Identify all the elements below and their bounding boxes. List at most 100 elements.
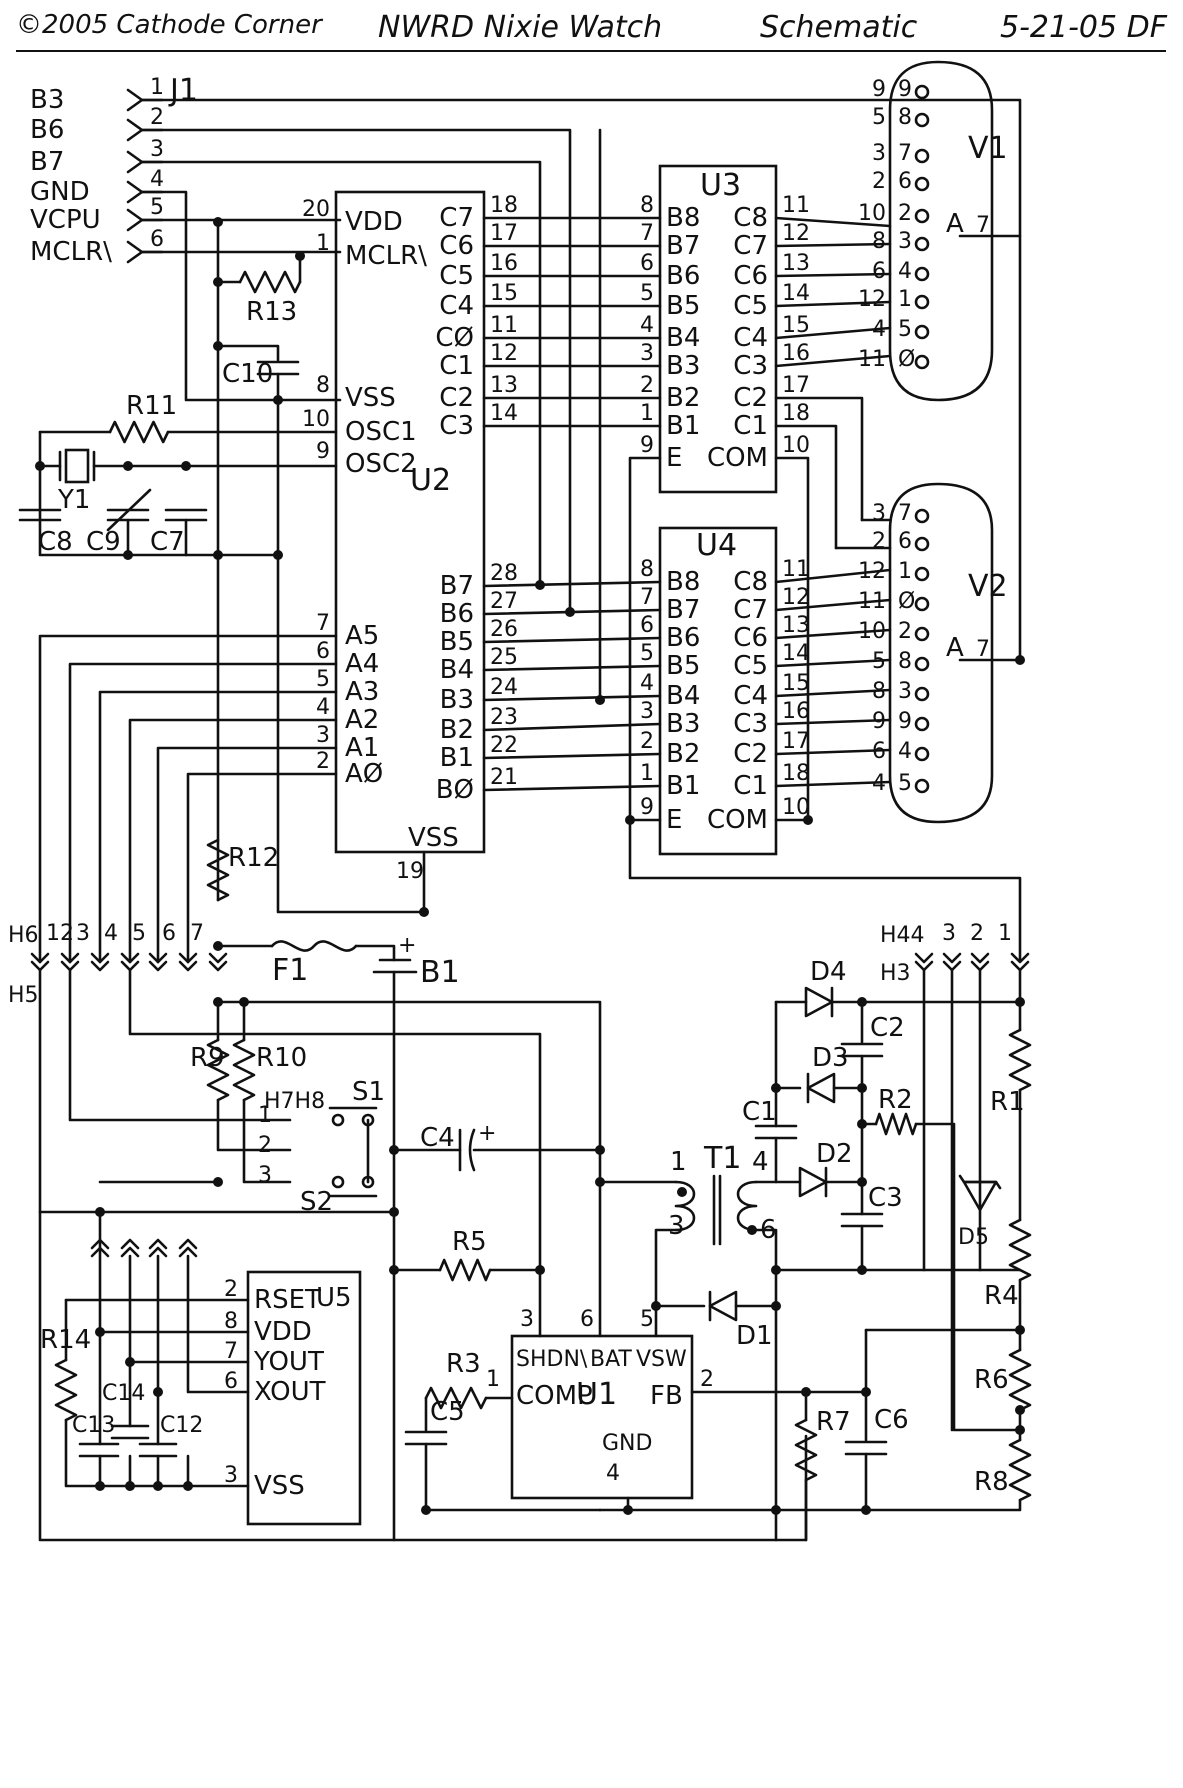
header-pin-number: 7 bbox=[190, 921, 204, 946]
switch-pin-number: 1 bbox=[258, 1103, 272, 1128]
r14-resistor bbox=[54, 1358, 78, 1422]
r8-label: R8 bbox=[974, 1467, 1009, 1497]
u3-pin-name: C3 bbox=[733, 351, 768, 381]
header-kind: Schematic bbox=[760, 10, 918, 45]
r6-resistor bbox=[1008, 1348, 1032, 1412]
v1-ref: V1 bbox=[968, 131, 1008, 166]
u3-pin-number: 14 bbox=[782, 281, 810, 306]
u4-pin-name: B8 bbox=[666, 567, 700, 597]
u1-pin-name: SHDN\ bbox=[516, 1347, 588, 1372]
v2-digit-label: 5 bbox=[898, 771, 912, 796]
header-arrow bbox=[1010, 960, 1030, 972]
r2-lead bbox=[914, 1122, 1022, 1432]
u4-pin-number: 17 bbox=[782, 729, 810, 754]
junction-dot bbox=[595, 1145, 605, 1155]
header-arrow bbox=[148, 952, 168, 964]
c14-label: C14 bbox=[102, 1381, 145, 1406]
v1-digit-label: 9 bbox=[898, 77, 912, 102]
u4-pin-name: C1 bbox=[733, 771, 768, 801]
s1-wire bbox=[68, 968, 292, 1122]
u2-pin-number: 15 bbox=[490, 281, 518, 306]
junction-dot bbox=[1015, 655, 1025, 665]
u2-pin-number: 13 bbox=[490, 373, 518, 398]
u2-pin-name: A1 bbox=[345, 733, 379, 763]
u5-body bbox=[246, 1270, 362, 1526]
u2-ref: U2 bbox=[410, 463, 451, 498]
u1-pin-name: FB bbox=[650, 1381, 683, 1411]
header-arrow bbox=[148, 960, 168, 972]
v1-pin-number: 10 bbox=[858, 201, 886, 226]
c10-lead bbox=[216, 344, 280, 362]
v1-anode-pin: 7 bbox=[976, 213, 990, 238]
v2-digit-label: 7 bbox=[898, 501, 912, 526]
j1-pin-arrow bbox=[126, 180, 144, 204]
t1-label: T1 bbox=[703, 1141, 741, 1176]
u4-pin-name: C6 bbox=[733, 623, 768, 653]
v2-cathode-pin bbox=[914, 656, 930, 672]
c1-label: C1 bbox=[742, 1097, 777, 1127]
c5-label: C5 bbox=[430, 1397, 465, 1427]
u5-arrow bbox=[120, 1238, 140, 1250]
u3-pin-name: B3 bbox=[666, 351, 700, 381]
v1-pin-number: 11 bbox=[858, 347, 886, 372]
r10-resistor bbox=[232, 1038, 256, 1102]
u3-pin-number: 6 bbox=[640, 251, 654, 276]
s-wire bbox=[242, 1098, 292, 1184]
components bbox=[18, 60, 1032, 1526]
u3-pin-name: B4 bbox=[666, 323, 700, 353]
j1-signal-label: B6 bbox=[30, 115, 64, 145]
header-arrow bbox=[60, 952, 80, 964]
u3-pin-number: 8 bbox=[640, 193, 654, 218]
r7-label: R7 bbox=[816, 1407, 851, 1437]
v2-pin-number: 9 bbox=[872, 709, 886, 734]
v1-digit-label: 2 bbox=[898, 201, 912, 226]
r12-resistor bbox=[206, 838, 230, 902]
header-pin-number: 3 bbox=[942, 921, 956, 946]
u2-pin-name: AØ bbox=[345, 759, 383, 789]
c8-label: C8 bbox=[38, 527, 73, 557]
u2-pin-name: MCLR\ bbox=[345, 241, 427, 271]
v1-cathode-pin bbox=[914, 84, 930, 100]
junction-dot bbox=[1015, 997, 1025, 1007]
u2-pin-name: VDD bbox=[345, 207, 403, 237]
u3-pin-number: 7 bbox=[640, 221, 654, 246]
d4-diode bbox=[804, 986, 834, 1018]
u4-pin-number: 11 bbox=[782, 557, 810, 582]
v2-cathode-pin bbox=[914, 686, 930, 702]
u2-pin-name: CØ bbox=[435, 323, 474, 353]
switch-pin-number: 2 bbox=[258, 1133, 272, 1158]
junction-dot bbox=[803, 815, 813, 825]
u4-pin-number: 2 bbox=[640, 729, 654, 754]
j1-ref: J1 bbox=[168, 73, 198, 108]
j1-pin2-wire bbox=[140, 128, 572, 614]
a-port-wire bbox=[68, 662, 338, 964]
y1-crystal bbox=[64, 448, 90, 484]
u2-pin-number: 27 bbox=[490, 589, 518, 614]
junction-dot bbox=[273, 550, 283, 560]
header-pin-number: 12 bbox=[46, 921, 74, 946]
junction-dot bbox=[95, 1481, 105, 1491]
v1-pin-number: 3 bbox=[872, 141, 886, 166]
u3-pin-name: C5 bbox=[733, 291, 768, 321]
v2-tube-outline bbox=[888, 482, 994, 824]
u3-v1-wire bbox=[774, 216, 892, 228]
header-pin-number: 3 bbox=[76, 921, 90, 946]
u4-v2-wire bbox=[774, 568, 892, 584]
u4-pin-name: B6 bbox=[666, 623, 700, 653]
v2-pin-number: 8 bbox=[872, 679, 886, 704]
a-port-wire bbox=[186, 772, 338, 964]
u2-pin-name: B5 bbox=[440, 627, 474, 657]
v1-digit-label: Ø bbox=[898, 347, 915, 372]
u2-pin-number: 20 bbox=[302, 197, 330, 222]
u5-pin-name: YOUT bbox=[253, 1347, 324, 1377]
h6-label: H6 bbox=[8, 923, 39, 948]
v2-pin-number: 3 bbox=[872, 501, 886, 526]
u3-pin-name: B7 bbox=[666, 231, 700, 261]
c4-plus: + bbox=[478, 1121, 496, 1146]
d2-label: D2 bbox=[816, 1139, 853, 1169]
v2-pin-number: 11 bbox=[858, 589, 886, 614]
u4-pin-name: C4 bbox=[733, 681, 768, 711]
v1-cathode-pin bbox=[914, 266, 930, 282]
u1-ref: U1 bbox=[576, 1377, 617, 1412]
v1-cathode-pin bbox=[914, 294, 930, 310]
